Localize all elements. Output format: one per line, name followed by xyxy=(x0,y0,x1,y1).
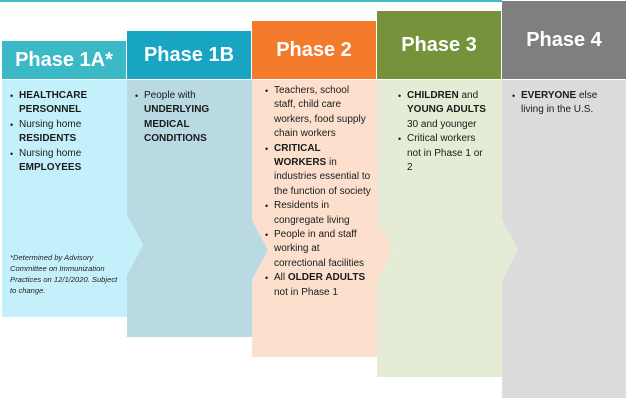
emphasis-text: HEALTHCARE PERSONNEL xyxy=(19,90,88,116)
list-item: Nursing home RESIDENTS xyxy=(10,118,122,147)
phase-4-body xyxy=(502,80,626,398)
item-text: Residents in congregate living xyxy=(274,200,350,226)
item-text: else living in the U.S. xyxy=(521,90,598,116)
emphasis-text: RESIDENTS xyxy=(19,133,77,145)
item-text: People with xyxy=(144,90,196,101)
top-rule xyxy=(0,0,502,2)
item-text: Nursing home xyxy=(19,147,82,159)
list-item: EVERYONE else living in the U.S. xyxy=(512,89,607,118)
phase-3-header: Phase 3 xyxy=(377,11,502,80)
phase-1a-header: Phase 1A* xyxy=(2,41,127,80)
list-item: Teachers, school staff, child care worke… xyxy=(265,84,371,142)
emphasis-text: UNDERLYING MEDICAL CONDITIONS xyxy=(144,104,210,145)
phase-1b-header: Phase 1B xyxy=(127,31,252,80)
item-text: 30 and younger xyxy=(407,118,477,130)
phase-1b-list: People with UNDERLYING MEDICAL CONDITION… xyxy=(135,89,247,147)
emphasis-text: CRITICAL WORKERS xyxy=(274,142,327,169)
item-text: not in Phase 1 xyxy=(274,286,338,298)
phase-1a-list: HEALTHCARE PERSONNELNursing home RESIDEN… xyxy=(10,89,122,175)
item-text: and xyxy=(458,90,479,101)
phase-3-list: CHILDREN and YOUNG ADULTS 30 and younger… xyxy=(398,89,490,175)
list-item: HEALTHCARE PERSONNEL xyxy=(10,89,122,118)
emphasis-text: EMPLOYEES xyxy=(19,162,82,174)
item-text: in industries essential to the function … xyxy=(274,157,371,197)
list-item: Nursing home EMPLOYEES xyxy=(10,147,122,176)
item-text: Teachers, school staff, child care worke… xyxy=(274,85,366,140)
phase-4-list: EVERYONE else living in the U.S. xyxy=(512,89,607,118)
list-item: All OLDER ADULTS not in Phase 1 xyxy=(265,271,371,300)
emphasis-text: YOUNG ADULTS xyxy=(407,104,486,116)
phase-2-header: Phase 2 xyxy=(252,21,377,80)
item-text: Nursing home xyxy=(19,118,82,130)
item-text: Critical workers not in Phase 1 or 2 xyxy=(407,133,483,174)
list-item: CHILDREN and YOUNG ADULTS 30 and younger xyxy=(398,89,490,132)
footnote: *Determined by Advisory Committee on Imm… xyxy=(10,253,118,295)
list-item: CRITICAL WORKERS in industries essential… xyxy=(265,142,371,200)
phase-4-header: Phase 4 xyxy=(502,1,626,80)
list-item: Residents in congregate living xyxy=(265,199,371,228)
item-text: People in and staff working at correctio… xyxy=(274,229,365,269)
phase-2-list: Teachers, school staff, child care worke… xyxy=(265,84,371,300)
list-item: People in and staff working at correctio… xyxy=(265,228,371,271)
emphasis-text: CHILDREN xyxy=(407,90,459,101)
list-item: Critical workers not in Phase 1 or 2 xyxy=(398,132,490,175)
item-text: All xyxy=(274,272,288,284)
list-item: People with UNDERLYING MEDICAL CONDITION… xyxy=(135,89,247,147)
emphasis-text: OLDER ADULTS xyxy=(287,272,366,284)
emphasis-text: EVERYONE xyxy=(521,90,577,101)
